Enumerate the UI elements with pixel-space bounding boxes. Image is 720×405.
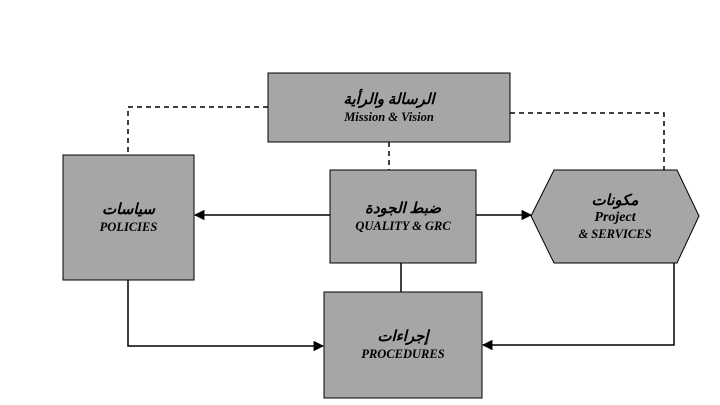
quality-label-en: QUALITY & GRC (355, 218, 451, 233)
quality-box (329, 169, 477, 264)
mission-label-en: Mission & Vision (344, 109, 434, 124)
project-label-ar: مكونات (591, 192, 639, 209)
policies-label-en: POLICIES (99, 219, 158, 234)
project-label-en2: & SERVICES (578, 226, 652, 241)
mission-box (267, 72, 511, 143)
policies-label-ar: سياسات (102, 201, 155, 218)
dashed-line-mission-project (510, 112, 665, 170)
procedures-label: إجراءات PROCEDURES (324, 292, 482, 398)
arrow-policies-to-procedures (127, 280, 325, 352)
mission-label: الرسالة والرأية Mission & Vision (268, 73, 510, 142)
policies-box (62, 154, 195, 281)
procedures-box (323, 291, 483, 399)
dashed-line-mission-policies (127, 106, 268, 155)
procedures-label-ar: إجراءات (377, 329, 429, 345)
policies-label: سياسات POLICIES (63, 155, 194, 280)
procedures-label-en: PROCEDURES (361, 347, 445, 361)
quality-label-ar: ضبط الجودة (365, 200, 441, 217)
mission-label-ar: الرسالة والرأية (343, 91, 435, 108)
project-label: مكونات Project & SERVICES (541, 170, 689, 263)
arrow-project-to-procedures (481, 263, 675, 351)
project-label-en: Project (594, 209, 636, 225)
quality-label: ضبط الجودة QUALITY & GRC (330, 170, 476, 263)
project-hexagon (530, 169, 700, 264)
